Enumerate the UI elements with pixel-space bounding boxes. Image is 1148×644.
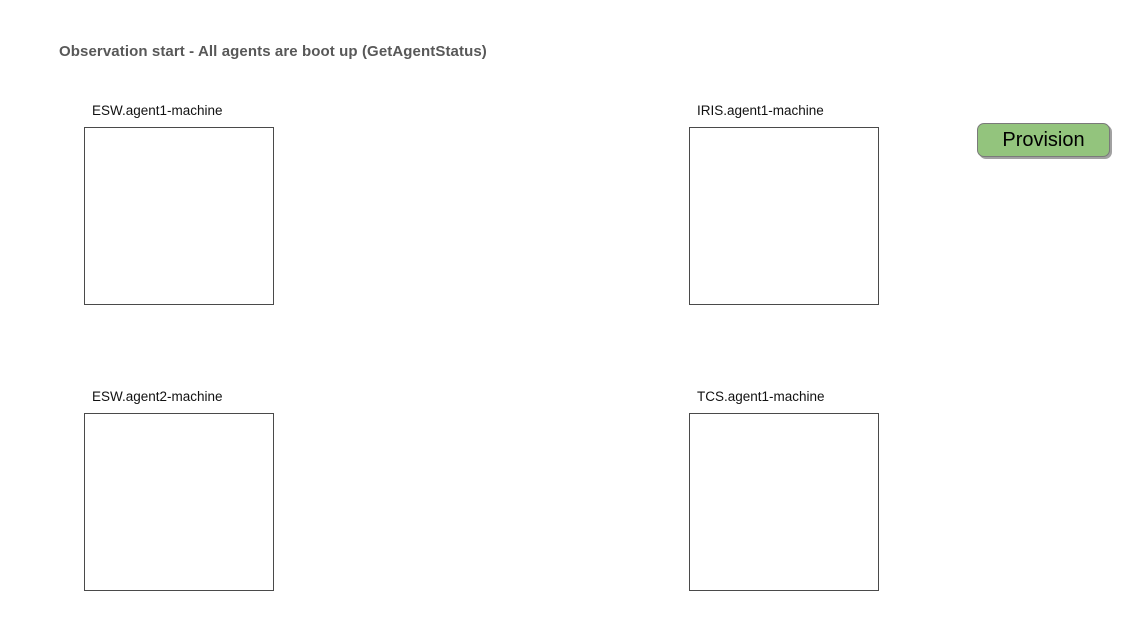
agent-panel-label: TCS.agent1-machine [697,389,825,404]
provision-button[interactable]: Provision [977,123,1110,157]
agent-panel-esw-agent1: ESW.agent1-machine [84,103,276,305]
agent-machine-box[interactable] [84,413,274,591]
agent-machine-box[interactable] [689,413,879,591]
agent-machine-box[interactable] [84,127,274,305]
agent-panel-tcs-agent1: TCS.agent1-machine [689,389,881,591]
agent-panel-label: IRIS.agent1-machine [697,103,824,118]
agent-panel-label: ESW.agent2-machine [92,389,223,404]
provision-button-label: Provision [1002,129,1085,151]
page-title: Observation start - All agents are boot … [59,43,487,60]
agent-panel-esw-agent2: ESW.agent2-machine [84,389,276,591]
agent-panel-label: ESW.agent1-machine [92,103,223,118]
agent-panel-iris-agent1: IRIS.agent1-machine [689,103,881,305]
agent-machine-box[interactable] [689,127,879,305]
